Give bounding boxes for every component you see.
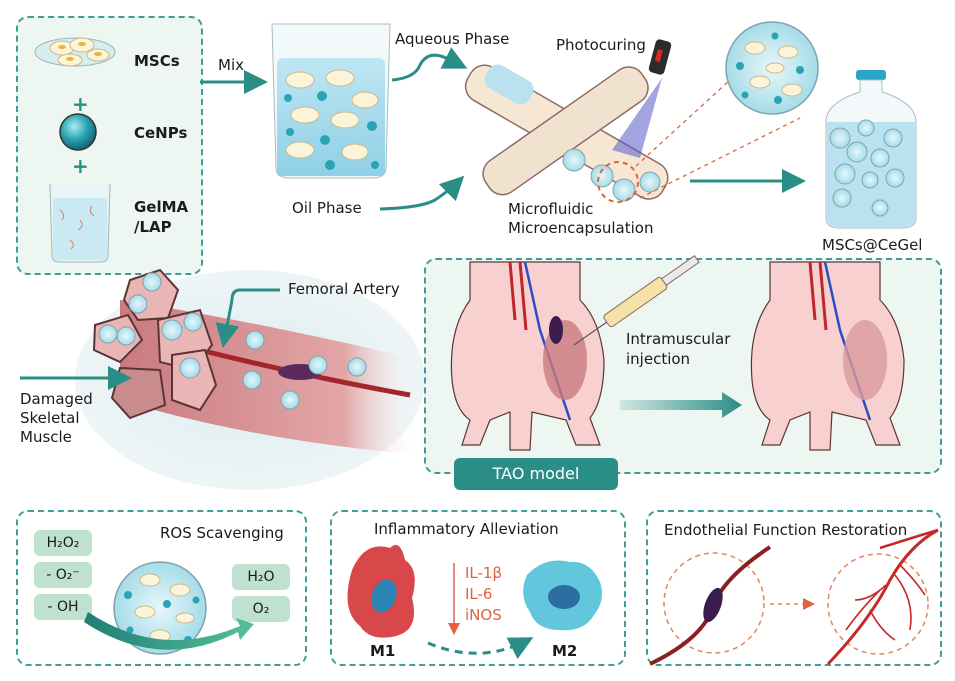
mix-label: Mix: [218, 56, 244, 74]
aqueous-phase-label: Aqueous Phase: [395, 30, 510, 48]
plus-sign: +: [72, 154, 89, 178]
ros-input-hydroxyl: - OH: [34, 594, 92, 620]
mouse-hindlimbs-after: [750, 261, 905, 451]
damaged-muscle-label-line2: Skeletal: [20, 409, 80, 427]
mouse-hindlimbs-before: [450, 261, 605, 451]
ingredient-label-mscs: MSCs: [134, 52, 180, 70]
cell-mixture-beaker-icon: [271, 23, 391, 179]
femoral-artery-pointer: [215, 288, 280, 348]
cytokine-il6: IL-6: [465, 585, 493, 603]
ingredient-label-cenps: CeNPs: [134, 124, 188, 142]
plus-sign: +: [72, 92, 89, 116]
product-label: MSCs@CeGel: [822, 236, 923, 254]
ros-conversion-arrow: [84, 612, 254, 650]
microfluidic-chip-icon: [464, 64, 669, 203]
tao-model-badge: TAO model: [454, 458, 618, 490]
ros-input-superoxide: - O₂⁻: [34, 562, 92, 588]
ros-scavenging-title: ROS Scavenging: [160, 524, 284, 542]
restored-vessel-region: [827, 553, 929, 655]
damaged-muscle-label-line1: Damaged: [20, 390, 93, 408]
microgel-sphere-icon: [113, 561, 207, 655]
cytokine-il1b: IL-1β: [465, 564, 503, 582]
ros-input-h2o2: H₂O₂: [34, 530, 92, 556]
photocuring-label: Photocuring: [556, 36, 646, 54]
syringe-icon: [573, 255, 700, 346]
oil-phase-arrow: [379, 175, 465, 211]
ingredient-label-gelma: GelMA: [134, 198, 189, 216]
skeletal-muscle-illustration: [92, 268, 420, 455]
recovery-arrow: [620, 392, 742, 418]
endothelial-restoration-panel: [646, 510, 942, 666]
nanoparticle-sphere-icon: [59, 113, 97, 151]
zoom-region-circle: [597, 161, 639, 203]
cytokine-inos: iNOS: [465, 606, 502, 624]
ingredient-label-lap: /LAP: [134, 218, 172, 236]
aqueous-phase-arrow: [391, 47, 468, 82]
uv-lamp-icon: [612, 39, 672, 158]
microfluidic-label-line1: Microfluidic: [508, 200, 594, 218]
ros-output-h2o: H₂O: [232, 564, 290, 590]
injection-label-line2: injection: [626, 350, 691, 368]
ros-output-o2: O₂: [232, 596, 290, 622]
magnified-microgel-icon: [725, 21, 819, 115]
injection-label-line1: Intramuscular: [626, 330, 731, 348]
product-bottle-icon: [825, 70, 917, 229]
damaged-muscle-label-line3: Muscle: [20, 428, 72, 446]
m1-label: M1: [370, 642, 396, 660]
petri-dish-icon: [34, 37, 116, 67]
beaker-icon: [49, 183, 111, 263]
ros-scavenging-panel: [16, 510, 307, 666]
inflammatory-alleviation-title: Inflammatory Alleviation: [374, 520, 559, 538]
femoral-artery-label: Femoral Artery: [288, 280, 400, 298]
angiogenesis-vessels-icon: [826, 528, 939, 666]
endothelial-restoration-title: Endothelial Function Restoration: [664, 521, 908, 539]
blocked-vessel-region: [663, 552, 765, 654]
oil-phase-label: Oil Phase: [292, 199, 362, 217]
m2-label: M2: [552, 642, 578, 660]
microfluidic-label-line2: Microencapsulation: [508, 219, 654, 237]
inflammatory-alleviation-panel: [330, 510, 626, 666]
